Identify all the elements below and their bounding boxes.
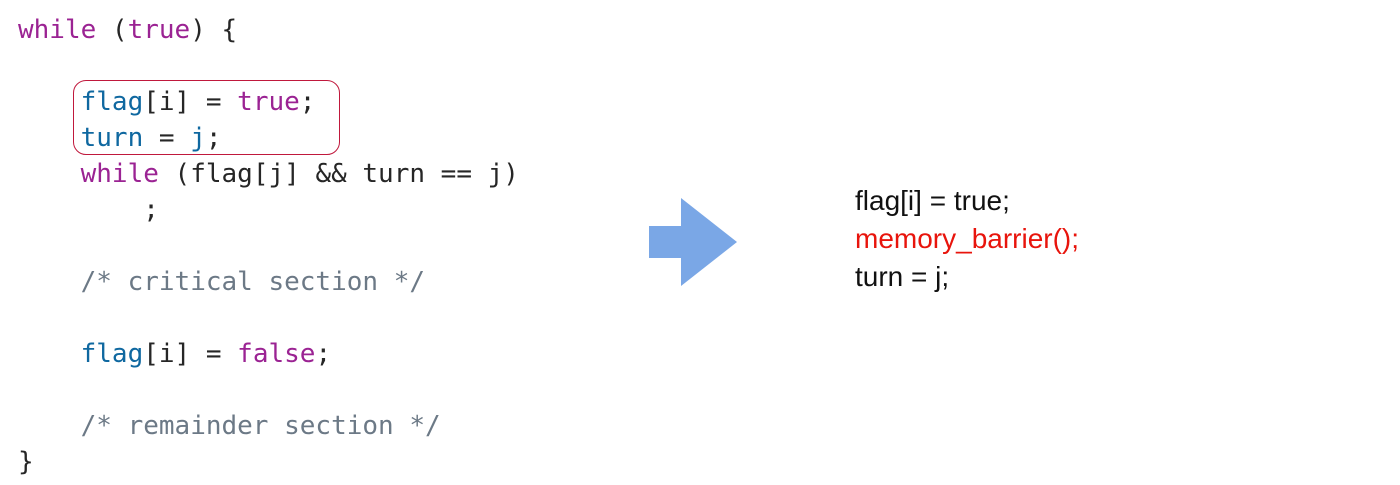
code-line: }	[18, 444, 34, 480]
code-token	[18, 267, 81, 297]
code-token: ;	[315, 339, 332, 369]
result-line-barrier: memory_barrier();	[855, 223, 1080, 254]
arrow-shape	[649, 198, 737, 286]
code-token: ;	[299, 87, 316, 117]
code-token: [i] =	[143, 87, 238, 117]
code-token: j	[190, 123, 206, 153]
code-token: flag	[80, 339, 144, 369]
code-line: while (flag[j] && turn == j)	[18, 156, 519, 192]
code-token: false	[237, 339, 316, 369]
code-token: ;	[205, 123, 222, 153]
code-token: }	[18, 447, 34, 477]
code-token: /* critical section */	[80, 267, 425, 297]
code-token: flag	[80, 87, 144, 117]
code-line: /* critical section */	[18, 264, 425, 300]
code-token	[18, 159, 81, 189]
code-token: /* remainder section */	[80, 411, 441, 441]
code-panel: while (true) { flag[i] = true; turn = j;…	[0, 0, 620, 485]
result-panel: flag[i] = true; memory_barrier(); turn =…	[855, 182, 1375, 296]
code-line: flag[i] = true;	[18, 84, 316, 120]
code-token: ) {	[190, 15, 238, 45]
result-line-turn: turn = j;	[855, 261, 950, 292]
right-arrow-icon	[649, 198, 737, 286]
highlight-box	[73, 80, 340, 155]
code-token: while	[80, 159, 159, 189]
code-token	[18, 411, 81, 441]
code-token: [i] =	[143, 339, 238, 369]
code-token: (flag[j] && turn == j)	[158, 159, 519, 189]
code-token	[18, 339, 81, 369]
code-token: while	[18, 15, 97, 45]
code-line: while (true) {	[18, 12, 237, 48]
result-line-flag: flag[i] = true;	[855, 185, 1010, 216]
code-token: (	[96, 15, 128, 45]
code-token: true	[237, 87, 300, 117]
code-token	[18, 87, 81, 117]
code-line: /* remainder section */	[18, 408, 441, 444]
code-token: ;	[18, 195, 159, 225]
code-line: flag[i] = false;	[18, 336, 331, 372]
code-token	[18, 123, 81, 153]
code-token: =	[143, 123, 191, 153]
code-line: turn = j;	[18, 120, 222, 156]
code-line: ;	[18, 192, 159, 228]
code-token: turn	[80, 123, 144, 153]
code-token: true	[127, 15, 191, 45]
